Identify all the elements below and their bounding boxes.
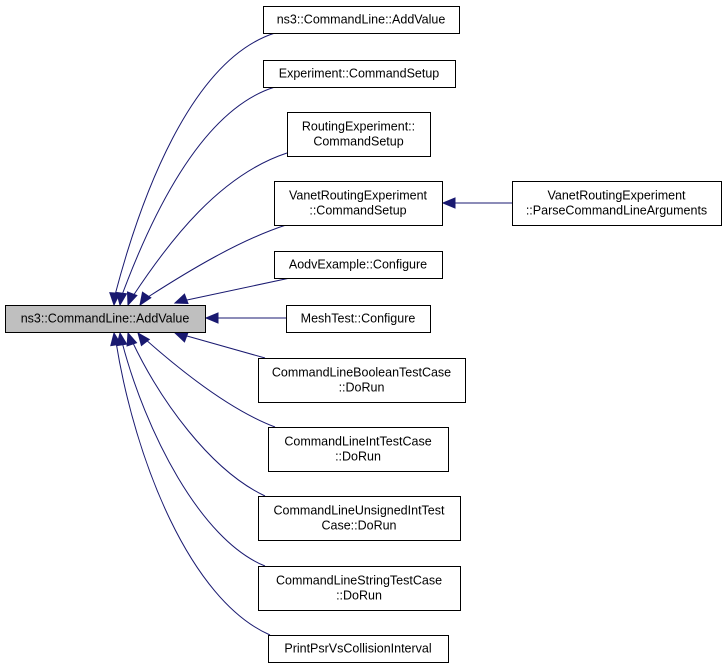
node-box[interactable] xyxy=(258,566,461,611)
node-label: RoutingExperiment:: xyxy=(302,120,415,134)
caller-node[interactable]: MeshTest::Configure xyxy=(286,305,431,333)
node-box[interactable] xyxy=(263,6,460,34)
arrowhead-icon xyxy=(126,291,138,307)
node-label: PrintPsrVsCollisionInterval xyxy=(284,642,431,656)
node-box[interactable] xyxy=(268,427,449,472)
edge-n9-to-main xyxy=(137,331,276,428)
arrowhead-icon xyxy=(139,291,152,307)
caller-node[interactable]: VanetRoutingExperiment::ParseCommandLine… xyxy=(512,181,722,226)
edge-n7-to-main xyxy=(204,312,286,324)
arrowhead-icon xyxy=(115,291,128,307)
node-box[interactable] xyxy=(286,305,431,333)
arrowhead-icon xyxy=(110,331,122,347)
edge-line xyxy=(115,341,271,636)
node-label: VanetRoutingExperiment xyxy=(289,189,428,203)
edges-layer xyxy=(109,32,512,636)
edge-line xyxy=(147,224,287,298)
focus-node: ns3::CommandLine::AddValue xyxy=(5,305,206,333)
edge-line xyxy=(144,338,276,428)
edge-line xyxy=(131,340,266,497)
node-box[interactable] xyxy=(258,496,461,541)
node-label: CommandLineIntTestCase xyxy=(284,435,431,449)
node-label: CommandSetup xyxy=(313,135,403,149)
arrowhead-icon xyxy=(173,332,189,343)
node-label: ::DoRun xyxy=(335,450,381,464)
node-label: MeshTest::Configure xyxy=(301,312,416,326)
edge-n11-to-main xyxy=(116,331,266,567)
edge-n3-to-main xyxy=(126,152,288,307)
edge-line xyxy=(186,277,291,301)
caller-node[interactable]: CommandLineStringTestCase::DoRun xyxy=(258,566,461,611)
node-label: Case::DoRun xyxy=(321,519,396,533)
node-box[interactable] xyxy=(287,112,431,157)
arrowhead-icon xyxy=(126,331,138,347)
node-box[interactable] xyxy=(512,181,722,226)
caller-node[interactable]: AodvExample::Configure xyxy=(274,251,443,279)
node-box[interactable] xyxy=(274,251,443,279)
arrowhead-icon xyxy=(204,312,219,324)
caller-node[interactable]: VanetRoutingExperiment::CommandSetup xyxy=(274,181,443,226)
edge-n5-to-n4 xyxy=(441,197,512,209)
edge-n6-to-main xyxy=(173,277,291,304)
node-label: AodvExample::Configure xyxy=(289,258,427,272)
edge-n12-to-main xyxy=(110,331,271,636)
edge-line xyxy=(132,152,288,297)
caller-node[interactable]: RoutingExperiment::CommandSetup xyxy=(287,112,431,157)
node-label: ns3::CommandLine::AddValue xyxy=(277,13,446,27)
caller-node[interactable]: ns3::CommandLine::AddValue xyxy=(263,6,460,34)
edge-n10-to-main xyxy=(126,331,266,497)
edge-n8-to-main xyxy=(173,332,266,359)
edge-line xyxy=(121,86,276,296)
node-label: VanetRoutingExperiment xyxy=(547,189,686,203)
arrowhead-icon xyxy=(137,331,151,347)
node-label: CommandLineUnsignedIntTest xyxy=(274,504,445,518)
node-box[interactable] xyxy=(274,181,443,226)
edge-line xyxy=(186,335,266,359)
edge-line xyxy=(114,32,276,296)
edge-line xyxy=(121,341,266,567)
node-box[interactable] xyxy=(258,358,466,403)
node-label: ns3::CommandLine::AddValue xyxy=(21,312,190,326)
nodes-layer: ns3::CommandLine::AddValuens3::CommandLi… xyxy=(5,6,722,663)
node-label: ::CommandSetup xyxy=(309,204,406,218)
node-label: Experiment::CommandSetup xyxy=(279,67,440,81)
node-box[interactable] xyxy=(268,635,449,663)
caller-node[interactable]: Experiment::CommandSetup xyxy=(263,60,456,88)
node-box[interactable] xyxy=(263,60,456,88)
caller-node[interactable]: PrintPsrVsCollisionInterval xyxy=(268,635,449,663)
edge-n2-to-main xyxy=(115,86,276,307)
edge-n4-to-main xyxy=(139,224,287,307)
node-label: ::DoRun xyxy=(339,381,385,395)
arrowhead-icon xyxy=(441,197,456,209)
node-box xyxy=(5,305,206,333)
arrowhead-icon xyxy=(173,293,189,304)
node-label: ::ParseCommandLineArguments xyxy=(526,204,707,218)
node-label: CommandLineStringTestCase xyxy=(276,574,442,588)
node-label: CommandLineBooleanTestCase xyxy=(272,366,451,380)
node-label: ::DoRun xyxy=(336,589,382,603)
caller-node[interactable]: CommandLineBooleanTestCase::DoRun xyxy=(258,358,466,403)
caller-node[interactable]: CommandLineIntTestCase::DoRun xyxy=(268,427,449,472)
